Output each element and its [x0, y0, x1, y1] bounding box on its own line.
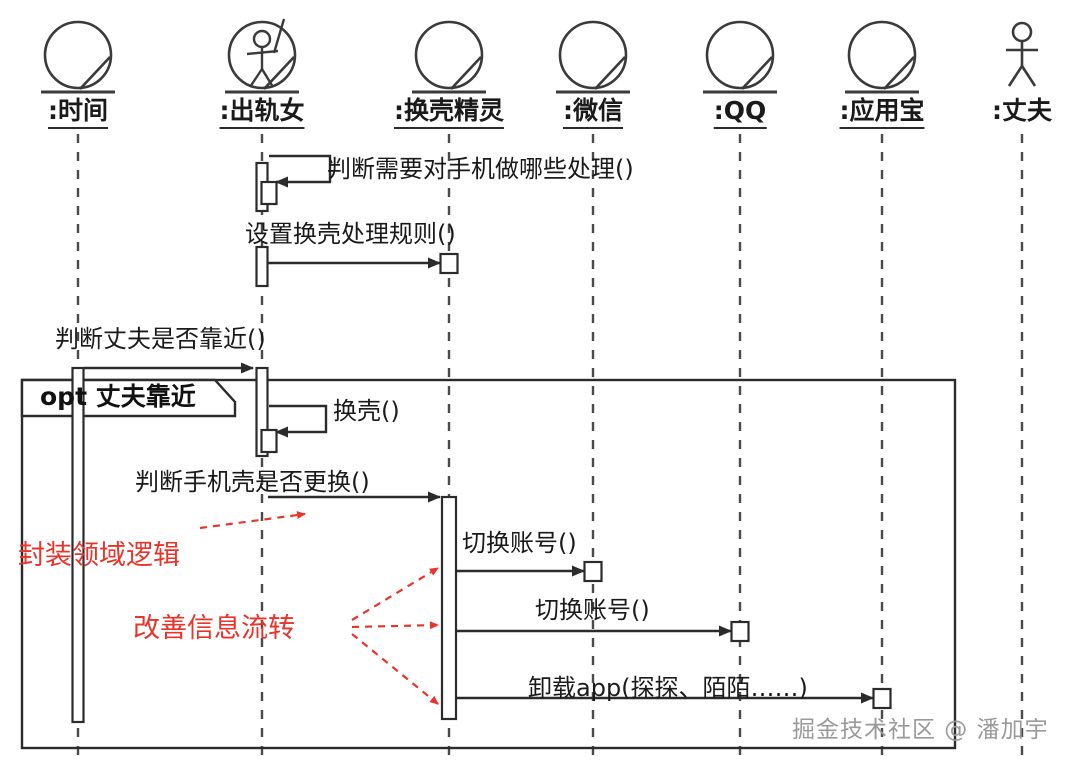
stick-actor-leg-left-icon — [1007, 65, 1024, 87]
activation-bar-woman-6 — [260, 428, 278, 454]
boundary-circle-icon — [847, 20, 917, 90]
annotation-text-a2: 改善信息流转 — [133, 613, 295, 644]
lifeline-label-wechat: :微信 — [563, 96, 623, 129]
activation-bar-woman-1 — [260, 180, 278, 206]
boundary-chord-icon — [79, 56, 111, 90]
annotation-arrow-a2-0 — [351, 567, 439, 621]
annotation-arrow-a1-0 — [199, 511, 306, 530]
message-label-m3: 判断丈夫是否靠近() — [55, 325, 266, 353]
activation-bar-woman-2 — [255, 245, 269, 288]
boundary-circle-icon — [414, 20, 484, 90]
message-label-m5: 判断手机壳是否更换() — [135, 468, 370, 496]
lifeline-label-time: :时间 — [48, 96, 108, 129]
message-label-m6: 切换账号() — [462, 529, 577, 557]
lifeline-label-elf: :换壳精灵 — [394, 96, 504, 129]
lifeline-label-woman: :出轨女 — [219, 96, 305, 129]
inner-actor-arms-icon — [246, 49, 279, 56]
fragment-opt-border — [20, 378, 957, 750]
annotation-text-a1: 封装领域逻辑 — [18, 540, 180, 571]
message-label-m1: 判断需要对手机做哪些处理() — [327, 155, 634, 183]
message-label-m8: 卸载app(探探、陌陌……) — [528, 674, 808, 702]
boundary-chord-icon — [450, 56, 482, 90]
activation-bar-elf-7 — [440, 495, 458, 721]
boundary-chord-icon — [741, 56, 773, 90]
lifeline-label-yyb: :应用宝 — [839, 96, 925, 129]
stick-actor-leg-right-icon — [1020, 65, 1037, 87]
inner-actor-leg-left-icon — [249, 68, 263, 88]
message-label-m4: 换壳() — [333, 397, 400, 425]
annotation-arrow-a2-2 — [351, 633, 439, 705]
message-arrow-m1 — [269, 154, 332, 188]
boundary-chord-icon — [883, 56, 915, 90]
fragment-opt-label: opt 丈夫靠近 — [40, 382, 196, 411]
inner-actor-leg-right-icon — [260, 68, 275, 88]
boundary-chord-icon — [594, 56, 626, 90]
lifeline-label-qq: :QQ — [713, 96, 767, 129]
lifeline-label-husband: :丈夫 — [992, 96, 1052, 125]
boundary-circle-icon — [558, 20, 628, 90]
activation-bar-woman-5 — [255, 366, 269, 458]
message-arrow-m4 — [269, 404, 328, 438]
annotation-arrow-a2-1 — [351, 621, 439, 630]
message-label-m7: 切换账号() — [535, 596, 650, 624]
boundary-chord-icon — [263, 56, 295, 90]
message-label-m2: 设置换壳处理规则() — [245, 220, 456, 248]
activation-bar-time-4 — [71, 366, 85, 724]
boundary-circle-icon — [43, 20, 113, 90]
inner-actor-arm-up-icon — [272, 18, 286, 54]
watermark-text: 掘金技术社区 @ 潘加宇 — [792, 717, 1049, 743]
boundary-circle-icon — [705, 20, 775, 90]
boundary-circle-icon — [227, 20, 297, 90]
